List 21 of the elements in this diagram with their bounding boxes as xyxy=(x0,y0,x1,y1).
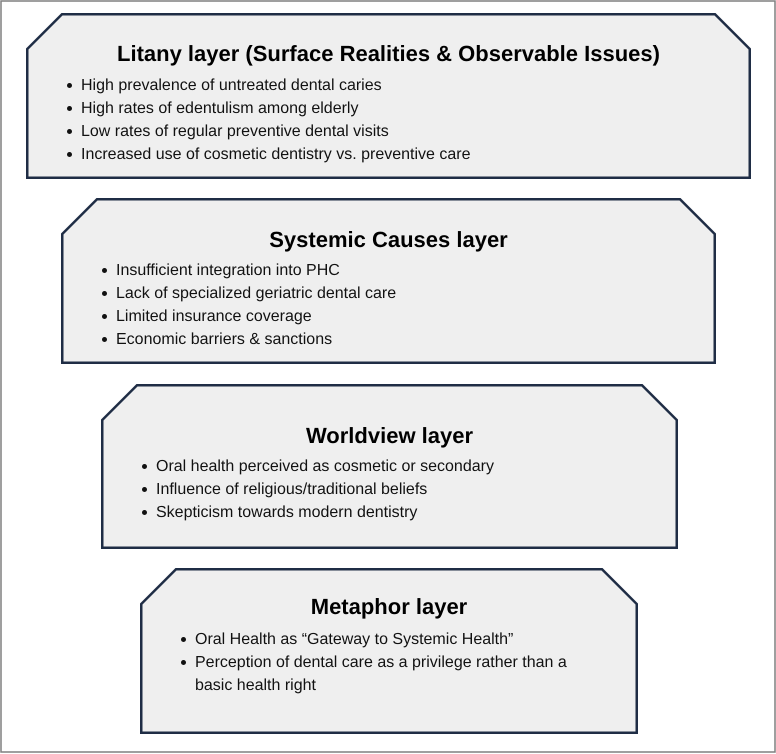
bullet-item: Oral Health as “Gateway to Systemic Health” xyxy=(181,628,587,651)
layer-title: Systemic Causes layer xyxy=(268,227,509,253)
bullet-item: Perception of dental care as a privilege rather than a basic health right xyxy=(181,651,587,697)
bullet-item: Increased use of cosmetic dentistry vs. preventive care xyxy=(67,143,721,166)
bullet-item: Low rates of regular preventive dental visits xyxy=(67,120,721,143)
layer-panel xyxy=(61,198,716,364)
bullet-item: High rates of edentulism among elderly xyxy=(67,97,721,120)
layer-title: Metaphor layer xyxy=(310,594,468,620)
bullet-item: Influence of religious/traditional beliefs xyxy=(142,478,656,501)
bullet-item: Economic barriers & sanctions xyxy=(102,328,686,351)
bullet-item: High prevalence of untreated dental caries xyxy=(67,74,721,97)
layer-panel xyxy=(101,384,678,549)
bullet-item: Insufficient integration into PHC xyxy=(102,259,686,282)
bullet-item: Limited insurance coverage xyxy=(102,305,686,328)
bullet-item: Oral health perceived as cosmetic or secondary xyxy=(142,455,656,478)
layer-title: Worldview layer xyxy=(304,423,474,449)
bullet-item: Skepticism towards modern dentistry xyxy=(142,501,656,524)
layer-panel xyxy=(140,568,638,734)
layer-panel xyxy=(26,13,751,179)
layer-title: Litany layer (Surface Realities & Observable Issues) xyxy=(116,41,661,67)
bullet-item: Lack of specialized geriatric dental care xyxy=(102,282,686,305)
